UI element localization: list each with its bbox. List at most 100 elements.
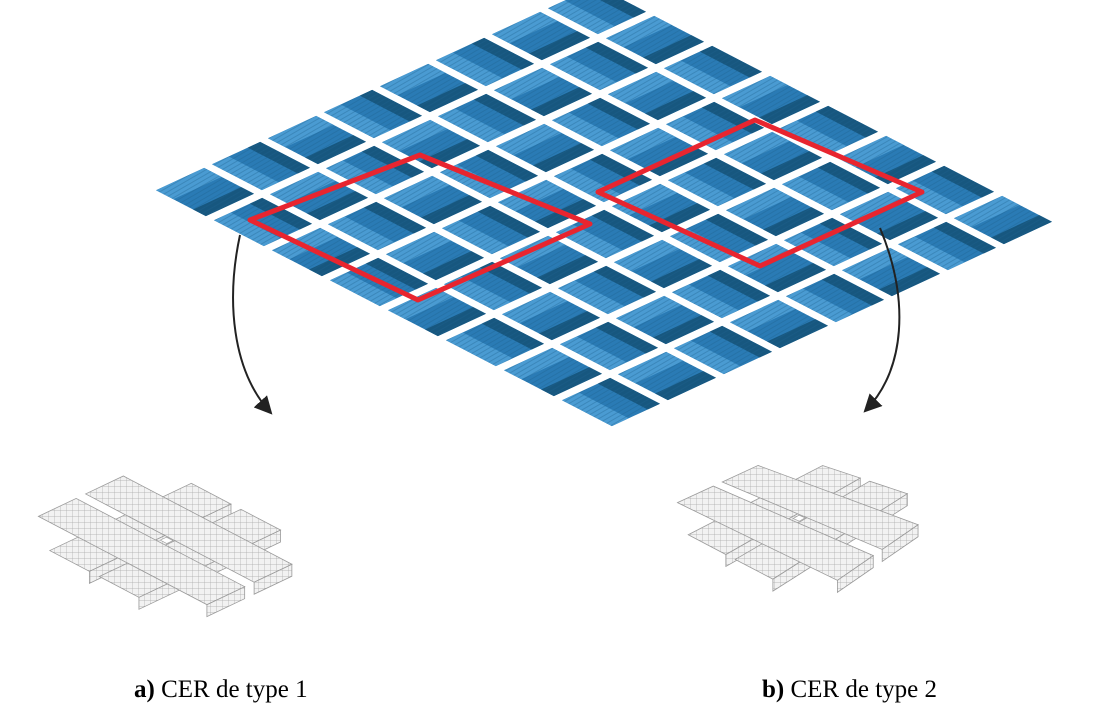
yarn-fibers	[501, 291, 601, 341]
caption-letter: b)	[762, 676, 785, 703]
yarn-fibers	[671, 269, 771, 319]
yarn-crossing	[379, 63, 479, 113]
yarn-crossing	[155, 167, 255, 217]
yarn-fibers	[437, 93, 537, 143]
yarn-fibers	[953, 195, 1053, 245]
caption-type-2: b) CER de type 2	[762, 676, 937, 704]
yarn-fibers	[665, 101, 765, 151]
yarn-crossing	[445, 317, 545, 367]
mesh-yarn-top	[721, 465, 919, 550]
yarn-fibers	[613, 239, 713, 289]
yarn-crossing	[615, 295, 715, 345]
yarn-fibers	[729, 299, 829, 349]
yarn-fibers	[267, 115, 367, 165]
yarn-crossing	[729, 299, 829, 349]
yarn-crossing	[327, 201, 427, 251]
yarn-crossing	[439, 149, 539, 199]
yarn-crossing	[503, 347, 603, 397]
yarn-crossing	[781, 161, 881, 211]
yarn-crossing	[551, 97, 651, 147]
yarn-fibers	[667, 157, 767, 207]
yarn-crossing	[613, 239, 713, 289]
yarn-fibers	[897, 221, 997, 271]
yarn-crossing	[665, 101, 765, 151]
yarn-crossing	[547, 0, 647, 35]
yarn-fibers	[785, 273, 885, 323]
yarn-fibers	[499, 235, 599, 285]
yarn-fibers	[561, 377, 661, 427]
yarn-fibers	[663, 45, 763, 95]
yarn-fibers	[607, 71, 707, 121]
yarn-fibers	[669, 213, 769, 263]
yarn-fibers	[895, 165, 995, 215]
yarn-fibers	[611, 183, 711, 233]
yarn-crossing	[721, 75, 821, 125]
yarn-fibers	[723, 131, 823, 181]
yarn-crossing	[495, 123, 595, 173]
mesh-yarn-top	[37, 497, 246, 606]
yarn-crossing	[385, 231, 485, 281]
yarn-fibers	[379, 63, 479, 113]
yarn-fibers	[383, 175, 483, 225]
yarn-crossing	[213, 197, 313, 247]
yarn-crossing	[895, 165, 995, 215]
mesh-rve-type-1	[37, 475, 293, 618]
yarn-fibers	[439, 149, 539, 199]
yarn-fibers	[837, 135, 937, 185]
yarn-fibers	[615, 295, 715, 345]
arrow-to-type-1	[232, 234, 273, 415]
yarn-crossing	[673, 325, 773, 375]
yarn-fibers	[553, 153, 653, 203]
caption-type-1: a) CER de type 1	[134, 676, 308, 704]
yarn-fibers	[779, 105, 879, 155]
mesh-pore	[159, 536, 174, 544]
yarn-fibers	[327, 201, 427, 251]
yarn-fibers	[445, 317, 545, 367]
yarn-fibers	[559, 321, 659, 371]
yarn-fibers	[213, 197, 313, 247]
yarn-crossing	[211, 141, 311, 191]
yarn-fibers	[673, 325, 773, 375]
rve-highlight-frames	[247, 117, 925, 303]
yarn-fibers	[441, 205, 541, 255]
yarn-crossing	[779, 105, 879, 155]
yarn-fibers	[503, 347, 603, 397]
yarn-crossing	[617, 351, 717, 401]
yarn-fibers	[839, 191, 939, 241]
yarn-crossing	[557, 265, 657, 315]
mesh-pore	[792, 514, 806, 522]
yarn-fibers	[549, 41, 649, 91]
yarn-crossing	[605, 15, 705, 65]
yarn-crossing	[491, 11, 591, 61]
yarn-crossing	[897, 221, 997, 271]
yarn-fibers	[495, 123, 595, 173]
rve-frame-type-2	[595, 117, 925, 269]
yarn-crossing	[549, 41, 649, 91]
yarn-fibers	[841, 247, 941, 297]
yarn-crossing	[953, 195, 1053, 245]
yarn-crossing	[607, 71, 707, 121]
yarn-crossing	[785, 273, 885, 323]
yarn-crossing	[671, 269, 771, 319]
yarn-fibers	[381, 119, 481, 169]
yarn-fibers	[155, 167, 255, 217]
yarn-fibers	[547, 0, 647, 35]
yarn-crossing	[727, 243, 827, 293]
yarn-fibers	[491, 11, 591, 61]
yarn-crossing	[725, 187, 825, 237]
caption-text: CER de type 1	[154, 676, 308, 703]
yarn-crossing	[783, 217, 883, 267]
yarn-crossing	[435, 37, 535, 87]
yarn-crossing	[323, 89, 423, 139]
yarn-crossing	[663, 45, 763, 95]
yarn-fibers	[605, 15, 705, 65]
yarn-crossing	[437, 93, 537, 143]
yarn-fibers	[781, 161, 881, 211]
arrows	[232, 227, 901, 415]
yarn-crossing	[443, 261, 543, 311]
yarn-fibers	[385, 231, 485, 281]
yarn-fibers	[727, 243, 827, 293]
mesh-rve-type-2	[676, 465, 919, 594]
yarn-fibers	[443, 261, 543, 311]
